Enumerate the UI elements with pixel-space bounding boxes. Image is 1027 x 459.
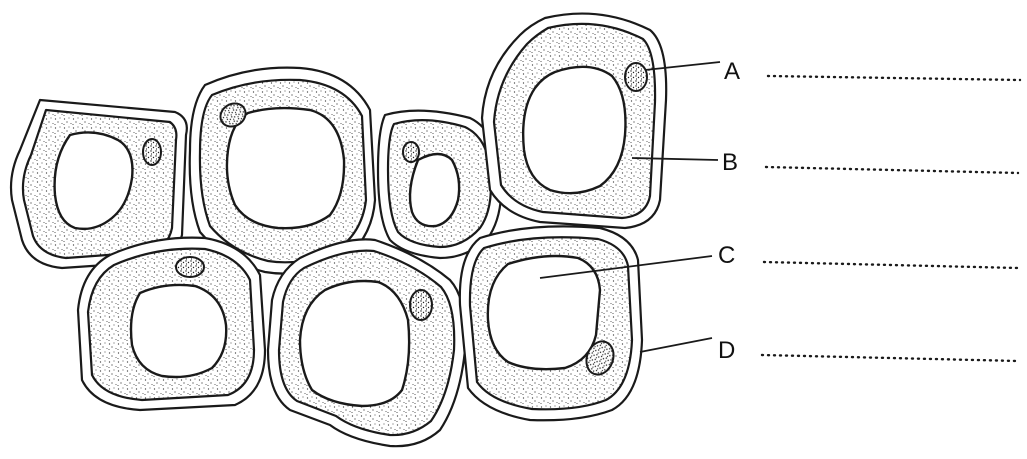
leader-line-d <box>640 338 712 352</box>
answer-line-c[interactable] <box>764 262 1018 268</box>
nucleus <box>403 142 419 162</box>
cell-4 <box>482 14 666 228</box>
label-c: C <box>718 242 735 269</box>
nucleus <box>143 139 161 165</box>
answer-line-a[interactable] <box>768 76 1020 80</box>
nucleus <box>176 257 204 277</box>
nucleus <box>410 290 432 320</box>
answer-line-d[interactable] <box>762 355 1018 361</box>
label-d: D <box>718 337 735 364</box>
nucleus <box>625 63 647 91</box>
label-a: A <box>724 58 740 85</box>
cell-6 <box>268 239 465 446</box>
label-b: B <box>722 149 738 176</box>
cell-5 <box>78 238 265 410</box>
cell-7 <box>460 226 642 420</box>
answer-line-b[interactable] <box>766 167 1018 173</box>
